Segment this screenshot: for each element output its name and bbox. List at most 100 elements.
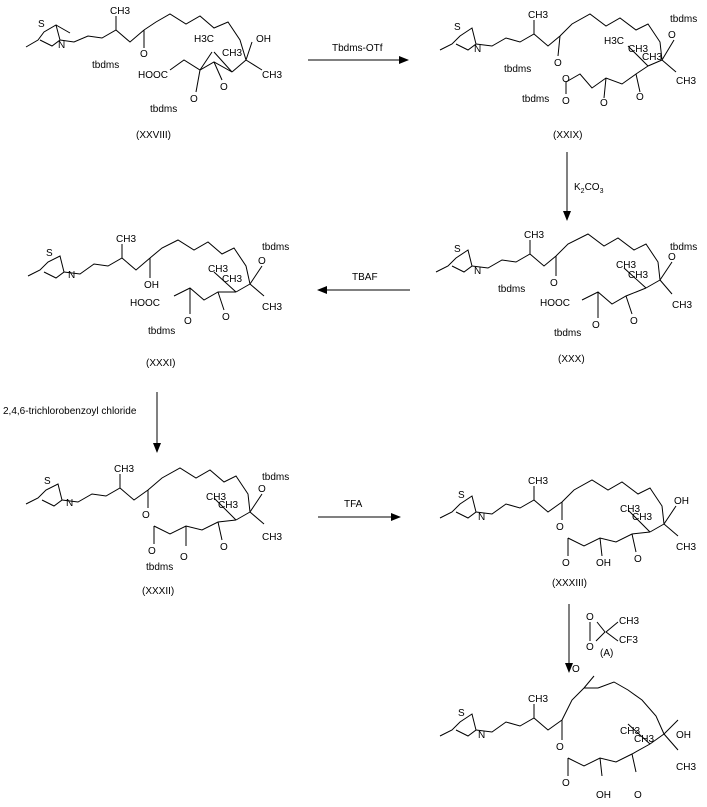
svg-text:S: S: [458, 490, 465, 501]
svg-text:O: O: [562, 558, 570, 569]
svg-text:tbdms: tbdms: [498, 284, 525, 295]
compound-xxviii: S N CH3 OH H3C O tbdms HOOC O O tbdms CH…: [25, 6, 282, 141]
svg-text:O: O: [148, 546, 156, 557]
label-xxxii: (XXXII): [142, 586, 174, 597]
svg-text:CH3: CH3: [628, 44, 648, 55]
svg-text:CH3: CH3: [206, 492, 226, 503]
svg-text:OH: OH: [676, 730, 691, 741]
svg-text:N: N: [68, 270, 75, 281]
reaction-arrow-5: TFA: [318, 499, 401, 521]
svg-text:CH3: CH3: [620, 726, 640, 737]
svg-text:O: O: [636, 92, 644, 103]
compound-xxxii: S N CH3 O tbdms CH3 O O O tbdms O CH3 CH…: [25, 464, 289, 597]
svg-text:tbdms: tbdms: [554, 328, 581, 339]
svg-text:CH3: CH3: [528, 476, 548, 487]
label-xxxiii: (XXXIII): [552, 578, 587, 589]
svg-text:O: O: [562, 74, 570, 85]
svg-text:OH: OH: [674, 496, 689, 507]
svg-text:O: O: [668, 252, 676, 263]
svg-text:O: O: [586, 612, 594, 623]
svg-text:HOOC: HOOC: [130, 298, 160, 309]
svg-text:CH3: CH3: [222, 48, 242, 59]
svg-text:CH3: CH3: [116, 234, 136, 245]
svg-text:tbdms: tbdms: [150, 104, 177, 115]
svg-text:O: O: [556, 522, 564, 533]
svg-text:N: N: [66, 498, 73, 509]
svg-text:HOOC: HOOC: [540, 298, 570, 309]
svg-text:CH3: CH3: [262, 70, 282, 81]
svg-text:OH: OH: [256, 34, 271, 45]
svg-text:O: O: [220, 82, 228, 93]
svg-text:O: O: [572, 664, 580, 675]
svg-text:O: O: [140, 49, 148, 60]
reagent-dioxirane-a: O O CH3 CF3 (A): [586, 612, 639, 659]
svg-text:tbdms: tbdms: [262, 472, 289, 483]
svg-text:O: O: [222, 312, 230, 323]
svg-text:CF3: CF3: [619, 635, 638, 646]
svg-text:CH3: CH3: [632, 512, 652, 523]
reagent-trichlorobenzoyl-chloride: 2,4,6-trichlorobenzoyl chloride: [3, 406, 137, 417]
svg-text:O: O: [258, 484, 266, 495]
reaction-arrow-4: 2,4,6-trichlorobenzoyl chloride: [3, 392, 161, 453]
svg-text:CH3: CH3: [528, 694, 548, 705]
compound-final-epoxide: S N CH3 O OH CH3 O O OH O CH3 CH3: [439, 664, 696, 801]
svg-text:CH3: CH3: [528, 10, 548, 21]
svg-text:OH: OH: [596, 558, 611, 569]
svg-text:HOOC: HOOC: [138, 70, 168, 81]
compound-xxix: S N CH3 O tbdms CH3 H3C O tbdms O O tbdm…: [439, 10, 697, 141]
compound-xxxiii: S N CH3 OH CH3 O O OH O CH3 CH3 (XXXIII): [439, 476, 696, 589]
svg-text:O: O: [586, 642, 594, 653]
svg-text:CH3: CH3: [642, 52, 662, 63]
label-xxix: (XXIX): [553, 130, 582, 141]
svg-text:S: S: [454, 244, 461, 255]
reaction-arrow-2: K2CO3: [563, 152, 604, 221]
svg-text:CH3: CH3: [114, 464, 134, 475]
reagent-a-label: (A): [600, 648, 613, 659]
svg-text:H3C: H3C: [194, 34, 214, 45]
svg-text:CH3: CH3: [524, 230, 544, 241]
svg-text:OH: OH: [144, 280, 159, 291]
reagent-tbaf: TBAF: [352, 272, 378, 283]
svg-text:S: S: [46, 248, 53, 259]
svg-text:O: O: [668, 30, 676, 41]
svg-text:S: S: [454, 22, 461, 33]
svg-text:CH3: CH3: [676, 762, 696, 773]
svg-text:O: O: [184, 316, 192, 327]
svg-text:S: S: [44, 476, 51, 487]
reaction-arrow-3: TBAF: [317, 272, 410, 294]
svg-text:CH3: CH3: [676, 76, 696, 87]
svg-text:O: O: [220, 542, 228, 553]
svg-text:CH3: CH3: [676, 542, 696, 553]
svg-text:O: O: [556, 742, 564, 753]
svg-text:O: O: [592, 320, 600, 331]
svg-text:O: O: [180, 552, 188, 563]
svg-text:N: N: [58, 40, 65, 51]
svg-text:tbdms: tbdms: [148, 326, 175, 337]
svg-text:CH3: CH3: [222, 274, 242, 285]
compound-xxx: S N CH3 O tbdms CH3 O tbdms HOOC O tbdms…: [435, 230, 697, 365]
svg-text:O: O: [562, 778, 570, 789]
svg-text:S: S: [458, 708, 465, 719]
svg-text:CH3: CH3: [620, 504, 640, 515]
reagent-k2co3: K2CO3: [574, 182, 604, 195]
label-xxviii: (XXVIII): [136, 130, 171, 141]
svg-text:CH3: CH3: [110, 6, 130, 17]
svg-text:O: O: [142, 510, 150, 521]
reagent-tbdms-otf: Tbdms-OTf: [332, 43, 383, 54]
svg-text:O: O: [562, 96, 570, 107]
svg-text:CH3: CH3: [262, 532, 282, 543]
svg-text:H3C: H3C: [604, 36, 624, 47]
reaction-arrow-1: Tbdms-OTf: [308, 43, 409, 64]
svg-text:CH3: CH3: [616, 260, 636, 271]
svg-text:tbdms: tbdms: [504, 64, 531, 75]
svg-text:O: O: [634, 790, 642, 801]
svg-text:O: O: [554, 58, 562, 69]
svg-text:tbdms: tbdms: [670, 14, 697, 25]
svg-text:CH3: CH3: [634, 734, 654, 745]
svg-text:tbdms: tbdms: [262, 242, 289, 253]
svg-text:CH3: CH3: [218, 500, 238, 511]
svg-text:CH3: CH3: [619, 616, 639, 627]
svg-text:N: N: [478, 512, 485, 523]
svg-text:S: S: [38, 19, 45, 30]
